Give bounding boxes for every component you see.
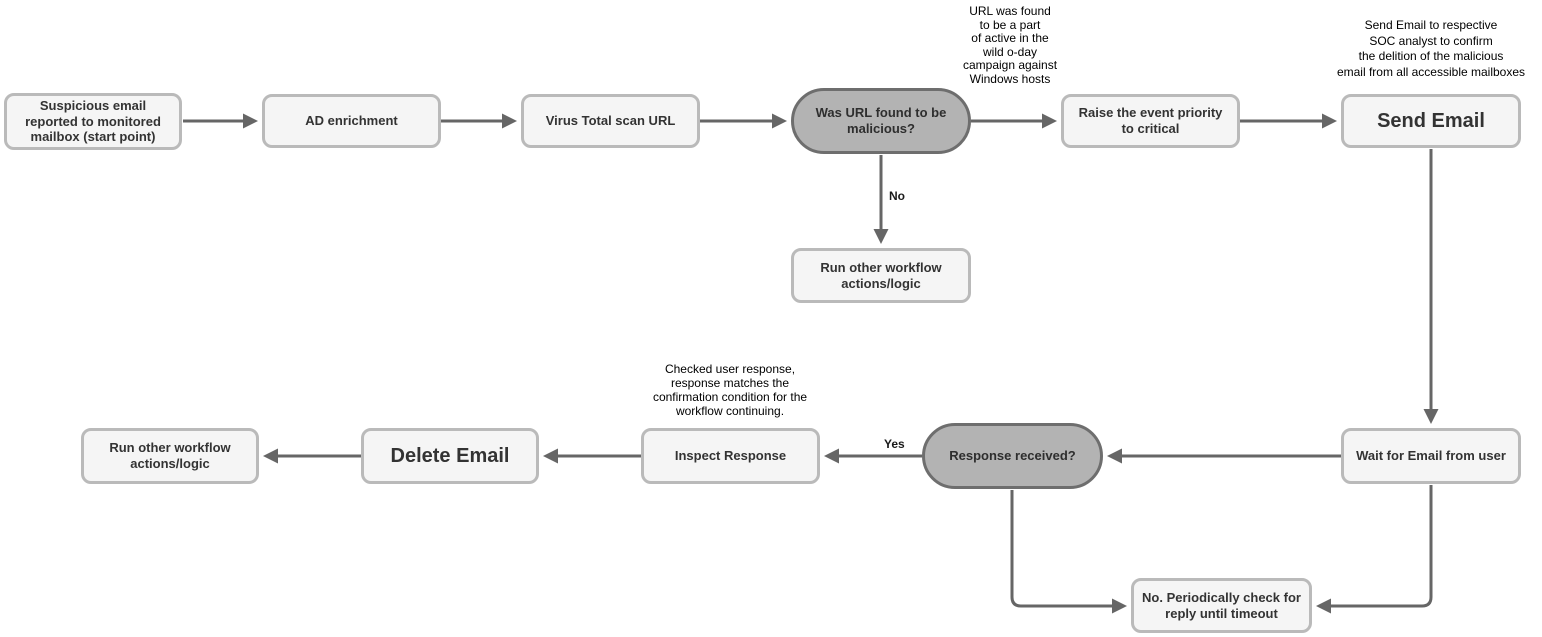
node-wait-for-email: Wait for Email from user <box>1341 428 1521 484</box>
annotation-inspect-note: Checked user response, response matches … <box>652 362 808 418</box>
node-run-other-workflow-bottom-label: Run other workflow actions/logic <box>109 440 231 471</box>
node-virus-total: Virus Total scan URL <box>521 94 700 148</box>
node-inspect-response: Inspect Response <box>641 428 820 484</box>
node-url-malicious-decision: Was URL found to be malicious? <box>791 88 971 154</box>
node-raise-priority-label: Raise the event priority to critical <box>1078 105 1223 136</box>
node-run-other-workflow-top-label: Run other workflow actions/logic <box>820 259 942 291</box>
node-delete-email-label: Delete Email <box>390 444 510 467</box>
edge-label-yes: Yes <box>882 437 907 451</box>
node-start: Suspicious email reported to monitored m… <box>4 93 182 150</box>
edge-wait-to-periodic-check <box>1316 485 1433 614</box>
node-start-label: Suspicious email reported to monitored m… <box>25 97 161 145</box>
node-run-other-workflow-top: Run other workflow actions/logic <box>791 248 971 303</box>
annotation-send-email-note: Send Email to respective SOC analyst to … <box>1336 18 1526 79</box>
node-wait-for-email-label: Wait for Email from user <box>1356 448 1506 464</box>
annotation-campaign-note: URL was found to be a part of active in … <box>962 4 1058 86</box>
node-ad-enrichment-label: AD enrichment <box>305 113 398 129</box>
node-virus-total-label: Virus Total scan URL <box>545 113 676 129</box>
node-periodic-check-label: No. Periodically check for reply until t… <box>1142 589 1301 621</box>
node-inspect-response-label: Inspect Response <box>674 448 787 464</box>
node-ad-enrichment: AD enrichment <box>262 94 441 148</box>
edge-response-no-to-periodic-check <box>1010 490 1127 614</box>
node-periodic-check: No. Periodically check for reply until t… <box>1131 578 1312 633</box>
node-response-received-decision: Response received? <box>922 423 1103 489</box>
edge-label-no: No <box>887 189 907 203</box>
node-delete-email: Delete Email <box>361 428 539 484</box>
node-response-received-decision-label: Response received? <box>949 448 1076 464</box>
node-send-email-label: Send Email <box>1377 109 1485 132</box>
node-url-malicious-decision-label: Was URL found to be malicious? <box>815 105 947 136</box>
node-send-email: Send Email <box>1341 94 1521 148</box>
node-run-other-workflow-bottom: Run other workflow actions/logic <box>81 428 259 484</box>
node-raise-priority: Raise the event priority to critical <box>1061 94 1240 148</box>
